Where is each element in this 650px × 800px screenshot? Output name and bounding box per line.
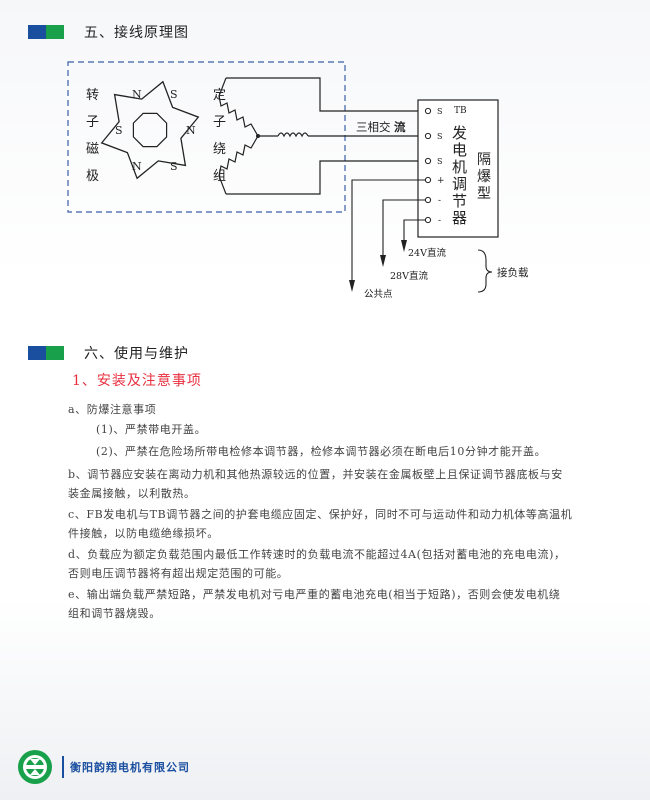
paragraph-c-line1: c、FB发电机与TB调节器之间的护套电缆应固定、保护好，同时不可与运动件和动力机… [68, 508, 573, 521]
company-logo-icon [18, 750, 52, 784]
explosion-proof-label-1: 隔 [477, 152, 491, 168]
section6-title: 六、使用与维护 [84, 346, 189, 362]
terminal-s3-label: S [437, 157, 442, 166]
terminal-s3 [424, 157, 432, 165]
three-phase-label: 三相交 [356, 120, 391, 134]
common-point-label: 公共点 [364, 289, 393, 300]
load-label: 接负载 [497, 266, 529, 279]
pole-n-right: N [186, 124, 196, 137]
terminal-minus-1-label: - [438, 196, 441, 206]
heading-green-block [46, 346, 64, 360]
terminal-s1-label: S [437, 107, 442, 116]
footer-separator [62, 756, 64, 778]
terminal-plus-label: + [437, 176, 445, 186]
dc24-label: 24V直流 [408, 247, 446, 259]
regulator-label-1: 发 [452, 124, 467, 142]
regulator-box [417, 99, 499, 238]
stator-label-3: 绕 [213, 142, 226, 157]
paragraph-a: a、防爆注意事项 [68, 403, 157, 416]
dc28-label: 28V直流 [390, 270, 428, 282]
paragraph-a2: (2)、严禁在危险场所带电检修本调节器，检修本调节器必须在断电后10分钟才能开盖… [96, 445, 547, 458]
pole-s-top-right: S [170, 88, 178, 101]
load-brace [477, 249, 493, 293]
heading-blue-block [28, 25, 46, 39]
section5-title: 五、接线原理图 [84, 25, 189, 41]
generator-boundary [67, 61, 346, 213]
footer: 衡阳韵翔电机有限公司 [16, 748, 190, 786]
rotor-label-4: 极 [86, 169, 99, 184]
explosion-proof-label-3: 型 [477, 186, 491, 202]
terminal-strip [424, 107, 432, 224]
terminal-s2-label: S [437, 132, 442, 141]
wiring-diagram: 转 子 磁 极 N S N S N S 定 子 绕 组 三相交 流 TB S [67, 61, 529, 300]
regulator-label-6: 器 [452, 209, 467, 227]
regulator-label-4: 调 [452, 175, 467, 193]
tb-label: TB [454, 106, 467, 116]
paragraph-d-line2: 否则电压调节器将有超出规定范围的可能。 [68, 567, 289, 580]
pole-n-bottom-left: N [132, 160, 142, 173]
dc24-arrow-icon [401, 240, 407, 252]
explosion-proof-label-2: 爆 [477, 169, 491, 185]
common-arrow-icon [349, 280, 355, 292]
terminal-s1 [424, 107, 432, 115]
paragraph-d-line1: d、负载应为额定负载范围内最低工作转速时的负载电流不能超过4A(包括对蓄电池的充… [68, 548, 566, 561]
heading-green-block [46, 25, 64, 39]
rotor-magnet-icon [100, 80, 200, 180]
dc28-arrow-icon [380, 255, 386, 267]
rotor-label-1: 转 [86, 88, 99, 103]
stator-windings [218, 77, 428, 195]
rotor-label-3: 磁 [86, 142, 99, 157]
company-name: 衡阳韵翔电机有限公司 [70, 761, 190, 774]
terminal-s2 [424, 132, 432, 140]
paragraph-e-line1: e、输出端负载严禁短路，严禁发电机对亏电严重的蓄电池充电(相当于短路)，否则会使… [68, 588, 561, 601]
section6-heading: 六、使用与维护 [28, 343, 189, 363]
terminal-minus-2-label: - [438, 216, 441, 226]
dc-output-leads [351, 179, 425, 280]
three-phase-label-bold: 流 [394, 120, 406, 134]
subheading: 1、安装及注意事项 [72, 373, 202, 389]
paragraph-a1: (1)、严禁带电开盖。 [96, 423, 207, 436]
section5-heading: 五、接线原理图 [28, 22, 189, 42]
paragraph-b-line2: 装金属接触，以利散热。 [68, 487, 196, 500]
star-point [256, 134, 260, 138]
regulator-label-2: 电 [452, 141, 467, 159]
stator-label-2: 子 [213, 115, 226, 130]
pole-s-bottom-right: S [170, 160, 178, 173]
pole-s-left: S [115, 124, 123, 137]
heading-blue-block [28, 346, 46, 360]
terminal-minus-2 [424, 216, 432, 224]
regulator-label-5: 节 [452, 192, 467, 210]
paragraph-e-line2: 组和调节器烧毁。 [68, 607, 161, 620]
paragraph-c-line2: 件接触，以防电缆绝缘损坏。 [68, 527, 219, 540]
regulator-label-3: 机 [452, 158, 467, 176]
rotor-label-2: 子 [86, 115, 99, 130]
paragraph-b-line1: b、调节器应安装在离动力机和其他热源较远的位置，并安装在金属板壁上且保证调节器底… [68, 468, 563, 481]
terminal-plus [424, 176, 432, 184]
terminal-minus-1 [424, 196, 432, 204]
pole-n-top-left: N [132, 88, 142, 101]
